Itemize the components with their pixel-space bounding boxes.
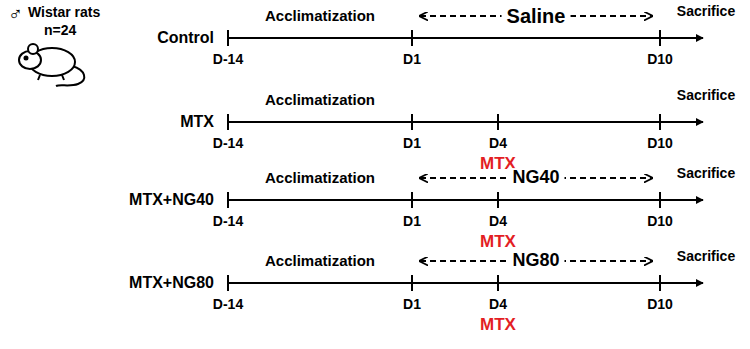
- phase-label: Acclimatization: [265, 92, 375, 109]
- day-label: D-14: [213, 136, 243, 151]
- endpoint-label: Sacrifice: [677, 4, 735, 19]
- day-label: D1: [403, 136, 421, 151]
- day-label: D-14: [213, 297, 243, 312]
- group-label: MTX+NG80: [129, 274, 214, 292]
- endpoint-label: Sacrifice: [677, 249, 735, 264]
- day-label: D10: [647, 214, 673, 229]
- injection-label: MTX: [480, 316, 516, 335]
- day-label: D1: [403, 297, 421, 312]
- rat-icon: [19, 44, 84, 86]
- phase-label: Acclimatization: [265, 8, 375, 25]
- group-label: MTX+NG40: [129, 191, 214, 209]
- day-label: D10: [647, 52, 673, 67]
- day-label: D4: [489, 136, 507, 151]
- day-label: D-14: [213, 214, 243, 229]
- treatment-label: NG40: [507, 168, 564, 188]
- treatment-label: Saline: [502, 5, 571, 27]
- endpoint-label: Sacrifice: [677, 88, 735, 103]
- day-label: D10: [647, 297, 673, 312]
- animal-label: Wistar rats: [28, 5, 100, 20]
- phase-label: Acclimatization: [265, 170, 375, 187]
- day-label: D-14: [213, 52, 243, 67]
- endpoint-label: Sacrifice: [677, 166, 735, 181]
- sample-size: n=24: [44, 23, 76, 38]
- timeline-axis: [228, 114, 703, 130]
- treatment-label: NG80: [507, 251, 564, 271]
- sex-symbol: ♂: [8, 2, 23, 24]
- group-label: MTX: [180, 113, 214, 131]
- day-label: D1: [403, 214, 421, 229]
- day-label: D1: [403, 52, 421, 67]
- group-label: Control: [157, 29, 214, 47]
- phase-label: Acclimatization: [265, 253, 375, 270]
- day-label: D10: [647, 136, 673, 151]
- injection-label: MTX: [480, 233, 516, 252]
- day-label: D4: [489, 214, 507, 229]
- day-label: D4: [489, 297, 507, 312]
